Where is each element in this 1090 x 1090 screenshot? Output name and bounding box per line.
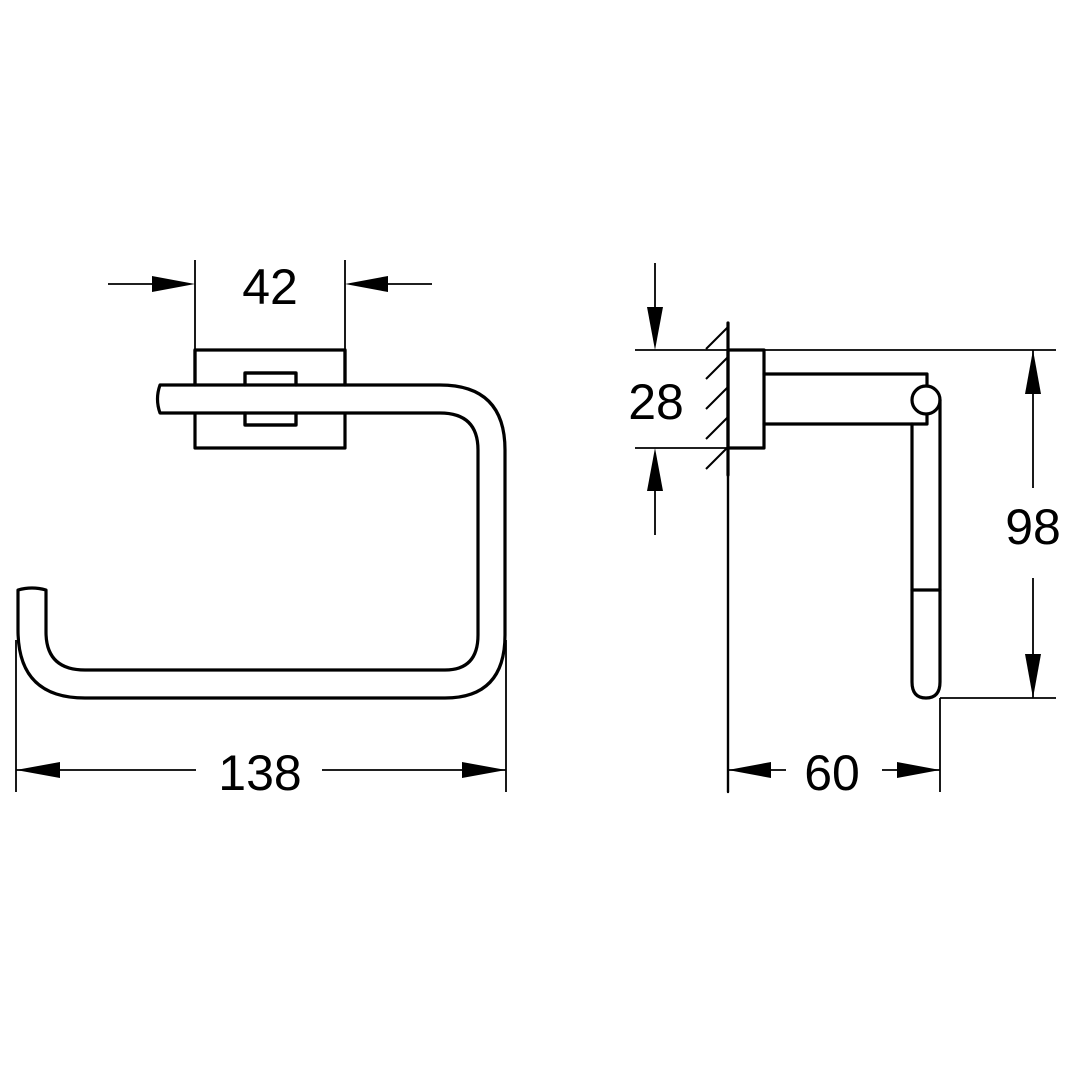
dim-98-arrow-top [1025, 350, 1041, 394]
dim-label-42: 42 [242, 259, 298, 315]
dim-label-60: 60 [804, 745, 860, 801]
front-clip-top [243, 371, 298, 387]
dim-42-arrow-left [152, 276, 195, 292]
dim-138-arrow-right [462, 762, 506, 778]
dim-label-138: 138 [218, 745, 301, 801]
dim-label-28: 28 [628, 374, 684, 430]
dim-28-arrow-bottom [647, 448, 663, 491]
dim-28-arrow-top [647, 307, 663, 350]
dim-label-98: 98 [1005, 499, 1061, 555]
side-wall-plate [726, 348, 766, 450]
wall-hatching [705, 326, 729, 470]
side-arm [762, 372, 929, 426]
dim-60-arrow-right [897, 762, 940, 778]
front-clip-bottom [243, 411, 298, 427]
dim-138-arrow-left [16, 762, 60, 778]
side-hinge [910, 384, 942, 416]
dim-98-arrow-bottom [1025, 654, 1041, 698]
dim-42-arrow-right [345, 276, 388, 292]
dim-60-arrow-left [728, 762, 771, 778]
side-hanging-bar [910, 398, 942, 700]
ring-outer-contour [16, 383, 507, 700]
side-view: 28 98 60 [628, 263, 1061, 801]
front-view: 42 138 [15, 259, 507, 801]
